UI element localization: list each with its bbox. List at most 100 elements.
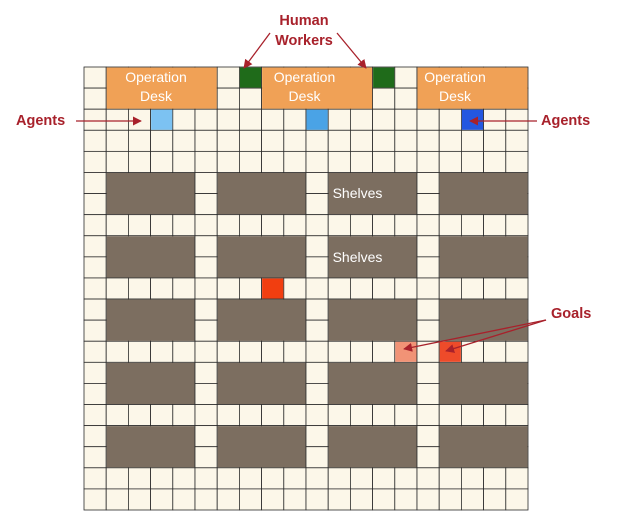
grid-cell <box>416 129 440 152</box>
agent-1 <box>151 109 173 130</box>
grid-cell <box>305 235 329 258</box>
grid-cell <box>416 235 440 258</box>
grid-cell <box>305 256 329 279</box>
grid-cell <box>483 150 507 173</box>
grid-cell <box>483 488 507 511</box>
grid-cell <box>505 129 529 152</box>
grid-cell <box>416 425 440 448</box>
shelf-block-r2-c4 <box>439 236 528 278</box>
grid-cell <box>216 467 240 490</box>
goal-3 <box>439 341 461 362</box>
grid-cell <box>83 150 107 173</box>
grid-cell <box>216 150 240 173</box>
shelf-block-r1-c2 <box>217 172 306 215</box>
grid-cell <box>305 319 329 342</box>
grid-cell <box>349 277 373 300</box>
grid-cell <box>150 150 174 173</box>
grid-cell <box>505 404 529 427</box>
grid-cell <box>305 425 329 448</box>
agents-label-right: Agents <box>541 113 590 129</box>
grid-cell <box>83 214 107 237</box>
grid-cell <box>394 87 418 110</box>
grid-cell <box>305 193 329 216</box>
grid-cell <box>261 129 285 152</box>
human-workers-label-line2: Workers <box>275 33 333 49</box>
grid-cell <box>327 129 351 152</box>
grid-cell <box>505 108 529 131</box>
grid-cell <box>460 404 484 427</box>
grid-cell <box>460 488 484 511</box>
grid-cell <box>194 235 218 258</box>
arrow-goals-1 <box>403 319 547 352</box>
grid-cell <box>194 150 218 173</box>
grid-cell <box>372 87 396 110</box>
grid-cell <box>305 298 329 321</box>
grid-cell <box>394 66 418 89</box>
grid-cell <box>483 129 507 152</box>
grid-cell <box>172 150 196 173</box>
grid-cell <box>83 108 107 131</box>
grid-cell <box>194 172 218 194</box>
shelf-block-r2-c3 <box>328 236 417 278</box>
grid-cell <box>460 277 484 300</box>
grid-cell <box>416 298 440 321</box>
grid-cell <box>416 214 440 237</box>
desk-1-label-line2: Desk <box>140 88 173 104</box>
grid-cell <box>505 488 529 511</box>
agent-3 <box>461 109 484 130</box>
grid-cell <box>416 193 440 216</box>
grid-cell <box>460 150 484 173</box>
grid-cell <box>349 488 373 511</box>
grid-cell <box>216 404 240 427</box>
grid-cell <box>283 277 307 300</box>
grid-cell <box>105 108 129 131</box>
grid-cell <box>305 488 329 511</box>
grid-cell <box>105 277 129 300</box>
grid-cell <box>194 298 218 321</box>
human-worker-2 <box>373 67 395 88</box>
grid-cell <box>483 404 507 427</box>
grid-cell <box>438 467 462 490</box>
grid-cell <box>216 129 240 152</box>
grid-cell <box>283 214 307 237</box>
arrow-goals-2 <box>445 319 547 353</box>
grid-cell <box>283 108 307 131</box>
grid-cell <box>172 340 196 363</box>
grid-cell <box>83 256 107 279</box>
grid-cell <box>416 383 440 405</box>
grid-cell <box>261 488 285 511</box>
grid-cell <box>438 108 462 131</box>
grid-cell <box>327 467 351 490</box>
desk-3-label-line1: Operation <box>424 69 485 85</box>
grid-cell <box>83 383 107 405</box>
grid-cell <box>172 467 196 490</box>
shelf-block-r4-c1 <box>106 362 195 405</box>
grid-cell <box>349 404 373 427</box>
goal-2 <box>395 341 417 362</box>
grid-cell <box>416 361 440 384</box>
grid-cell <box>83 488 107 511</box>
grid-cell <box>83 425 107 448</box>
grid-cell <box>327 340 351 363</box>
grid-cell <box>261 150 285 173</box>
blocks-layer <box>106 67 528 468</box>
grid-cell <box>327 214 351 237</box>
grid-cell <box>460 129 484 152</box>
grid-cell <box>394 404 418 427</box>
grid-cell <box>105 488 129 511</box>
shelf-block-r3-c3 <box>328 299 417 341</box>
grid-cell <box>394 467 418 490</box>
goal-1 <box>262 278 284 299</box>
grid-cell <box>127 214 151 237</box>
grid-cell <box>372 108 396 131</box>
arrow-human-workers-left <box>243 32 271 69</box>
grid-cell <box>460 467 484 490</box>
grid-cell <box>305 340 329 363</box>
grid-cell <box>127 108 151 131</box>
grid-cell <box>438 404 462 427</box>
grid-cell <box>416 277 440 300</box>
grid-cell <box>127 129 151 152</box>
grid-cell <box>460 340 484 363</box>
grid-cell <box>416 404 440 427</box>
grid-cell <box>416 467 440 490</box>
